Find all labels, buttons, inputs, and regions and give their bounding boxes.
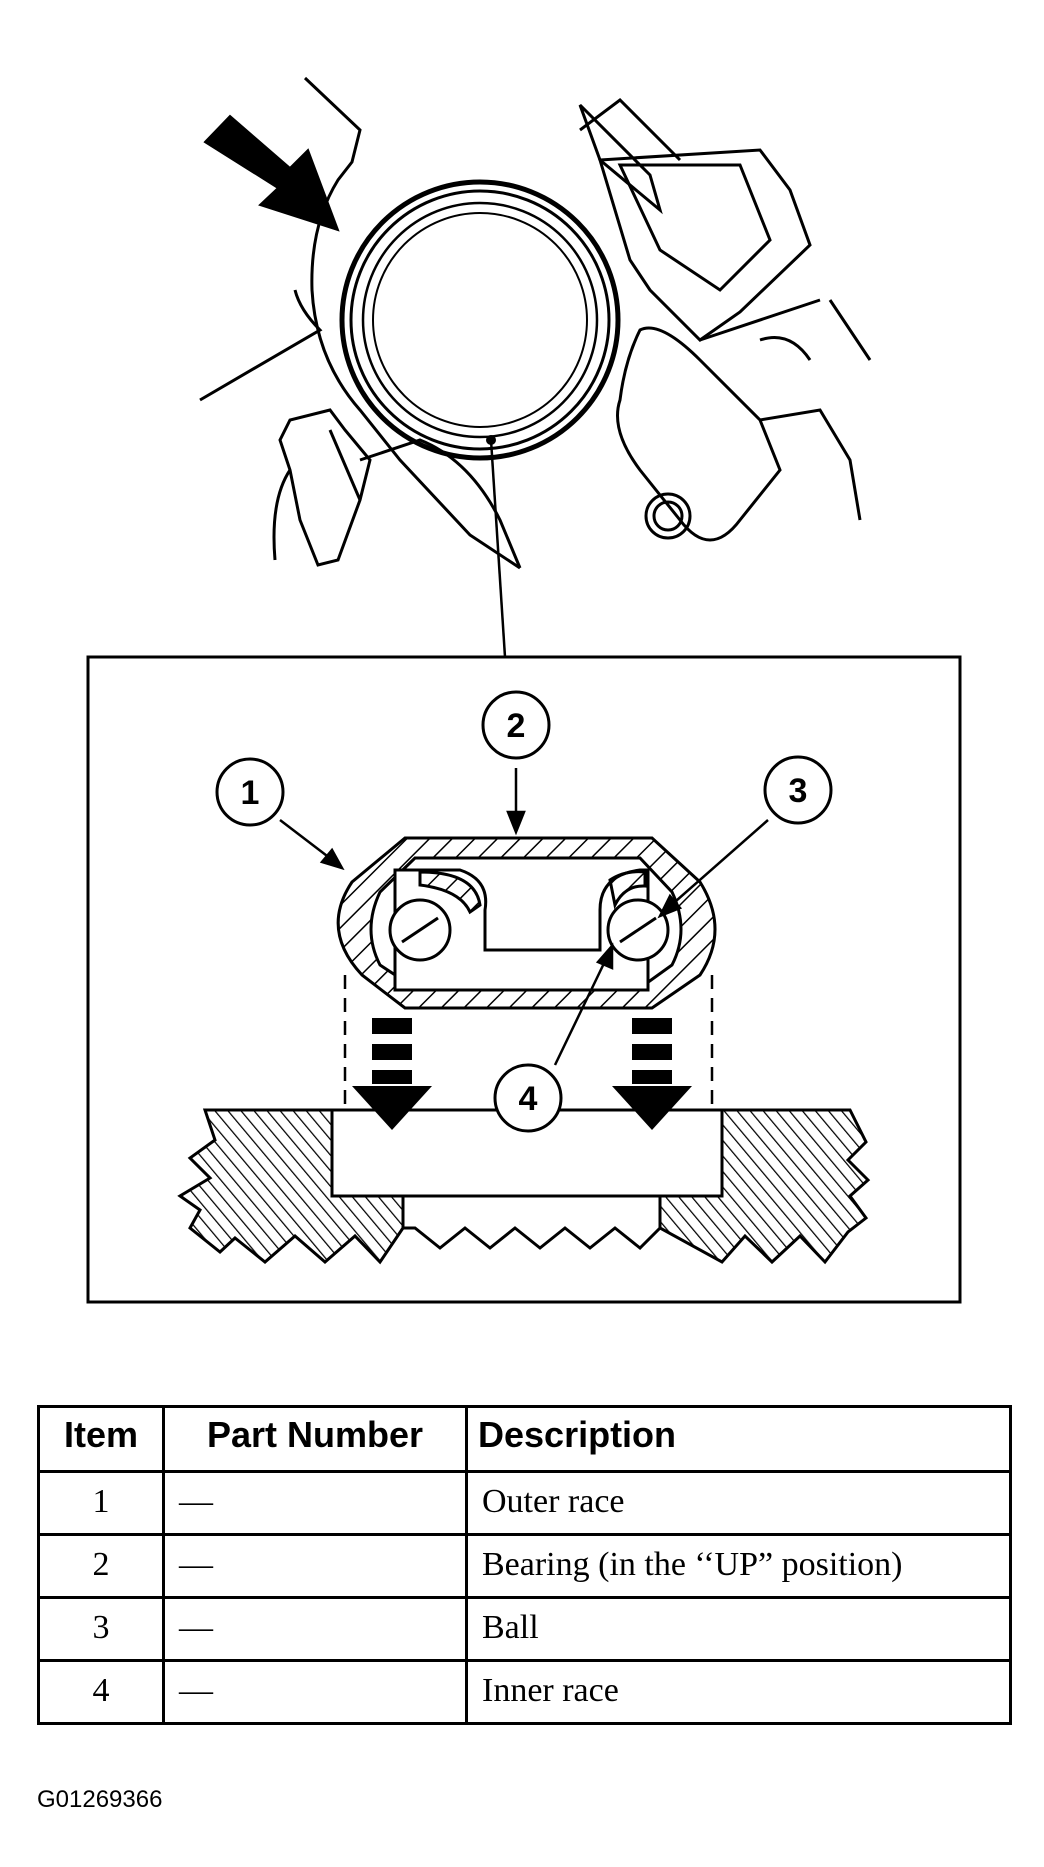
bearing-installation-diagram: 1 2 3 4 [86,76,962,1304]
table-row: 2 — Bearing (in the ‘‘UP” position) [37,1533,1012,1599]
callout-2: 2 [481,690,551,760]
callout-4: 4 [493,1063,563,1133]
table-row: 1 — Outer race [37,1470,1012,1536]
cell-description: Bearing (in the ‘‘UP” position) [465,1533,1012,1599]
figure-code: G01269366 [37,1786,163,1813]
table-row: 4 — Inner race [37,1659,1012,1725]
base-cross-section [177,1108,871,1265]
callout-leaders [279,768,769,1066]
cell-item: 4 [37,1659,165,1725]
press-down-arrow-icon [612,1018,692,1130]
housing-view [199,76,872,570]
cell-item: 3 [37,1596,165,1662]
press-down-arrow-icon [352,1018,432,1130]
header-description: Description [465,1405,1012,1473]
callout-2-label: 2 [507,707,526,745]
callout-3: 3 [763,755,833,825]
callout-3-label: 3 [789,772,808,810]
cell-part-number: — [162,1470,468,1536]
callout-4-label: 4 [519,1080,538,1118]
cell-description: Inner race [465,1659,1012,1725]
cell-item: 1 [37,1470,165,1536]
cell-description: Outer race [465,1470,1012,1536]
header-part-number: Part Number [162,1405,468,1473]
location-arrow-icon [203,114,340,232]
table-header-row: Item Part Number Description [37,1405,1012,1473]
detail-leader [486,435,507,658]
cell-description: Ball [465,1596,1012,1662]
cell-part-number: — [162,1659,468,1725]
cell-part-number: — [162,1533,468,1599]
callout-1-label: 1 [241,774,260,812]
table-row: 3 — Ball [37,1596,1012,1662]
header-item: Item [37,1405,165,1473]
bearing-bore [339,179,621,461]
cell-item: 2 [37,1533,165,1599]
parts-table: Item Part Number Description 1 — Outer r… [37,1405,1012,1725]
callout-1: 1 [215,757,285,827]
bearing-cross-section [336,836,717,1010]
cell-part-number: — [162,1596,468,1662]
detail-frame [86,655,962,1304]
